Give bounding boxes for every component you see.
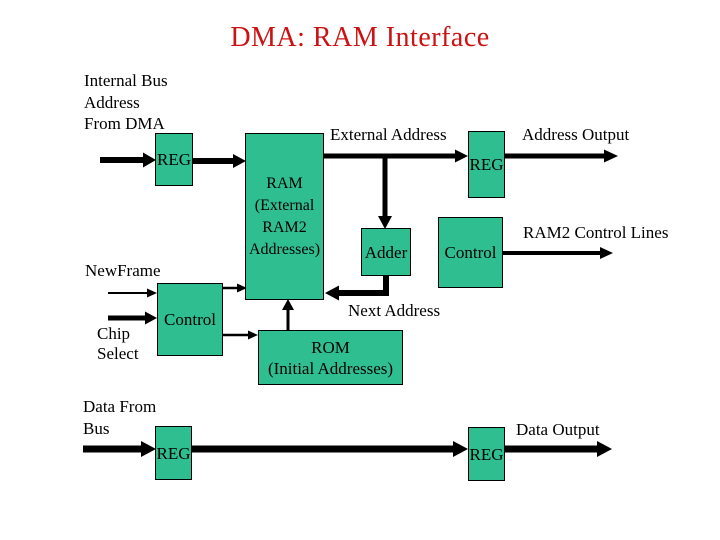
reg-data-out-block: REG <box>468 427 505 481</box>
rom-label-line1: ROM <box>311 337 350 357</box>
arrow-ram-to-reg-external-address <box>324 149 468 163</box>
ram-label-line3: RAM2 <box>262 218 307 236</box>
arrow-address-output <box>505 149 618 163</box>
ram2-control-lines-label: RAM2 Control Lines <box>523 223 669 242</box>
data-output-label: Data Output <box>516 420 600 439</box>
reg-address-in-label: REG <box>157 150 191 169</box>
reg-address-out-label: REG <box>469 155 504 174</box>
arrow-control-to-ram <box>223 283 247 293</box>
chip-select-line1: Chip <box>97 324 131 343</box>
arrow-chip-select-to-control <box>108 311 157 325</box>
data-from-bus-label: Data From Bus <box>83 396 156 439</box>
control-sequencer-block: Control <box>157 283 223 356</box>
external-address-label: External Address <box>330 125 447 144</box>
arrow-internal-bus-to-reg <box>100 152 156 168</box>
ram-label-line2: (External <box>254 196 315 214</box>
data-from-bus-line1: Data From <box>83 397 157 416</box>
arrow-new-frame-to-control <box>108 288 157 298</box>
internal-bus-line1: Internal Bus <box>84 71 168 90</box>
arrow-control-to-rom <box>223 330 258 340</box>
arrow-data-output <box>505 441 612 457</box>
reg-data-out-label: REG <box>469 444 504 464</box>
arrow-reg-to-ram <box>193 154 246 168</box>
reg-data-in-label: REG <box>156 443 191 463</box>
chip-select-label: Chip Select <box>97 324 139 364</box>
rom-label-line2: (Initial Addresses) <box>267 358 394 378</box>
chip-select-line2: Select <box>97 344 139 363</box>
arrow-reg-to-reg-data <box>192 441 468 457</box>
control-ram2-block: Control <box>438 217 503 288</box>
new-frame-label: NewFrame <box>85 261 161 280</box>
ram-label-line4: Addresses) <box>248 240 321 258</box>
internal-bus-line2: Address <box>84 92 140 112</box>
arrow-ram2-control-lines <box>503 247 613 259</box>
data-from-bus-line2: Bus <box>83 418 110 438</box>
control-ram2-label: Control <box>444 243 497 262</box>
adder-label: Adder <box>364 242 408 262</box>
arrow-adder-next-address-to-ram <box>325 276 389 301</box>
next-address-label: Next Address <box>348 301 441 320</box>
internal-bus-label: Internal Bus Address From DMA <box>84 70 168 135</box>
reg-address-in-block: REG <box>155 133 193 186</box>
ram-block: RAM (External RAM2 Addresses) <box>245 133 324 300</box>
ram-label-line1: RAM <box>266 174 303 192</box>
control-sequencer-label: Control <box>164 310 216 329</box>
arrow-data-bus-to-reg <box>83 441 156 457</box>
arrow-branch-to-adder <box>378 154 392 229</box>
rom-block: ROM (Initial Addresses) <box>258 330 403 385</box>
reg-address-out-block: REG <box>468 131 505 198</box>
internal-bus-line3: From DMA <box>84 114 165 133</box>
address-output-label: Address Output <box>522 125 630 144</box>
arrow-rom-to-ram <box>282 299 294 330</box>
adder-block: Adder <box>361 228 411 276</box>
slide-title: DMA: RAM Interface <box>230 22 490 53</box>
reg-data-in-block: REG <box>155 426 192 480</box>
